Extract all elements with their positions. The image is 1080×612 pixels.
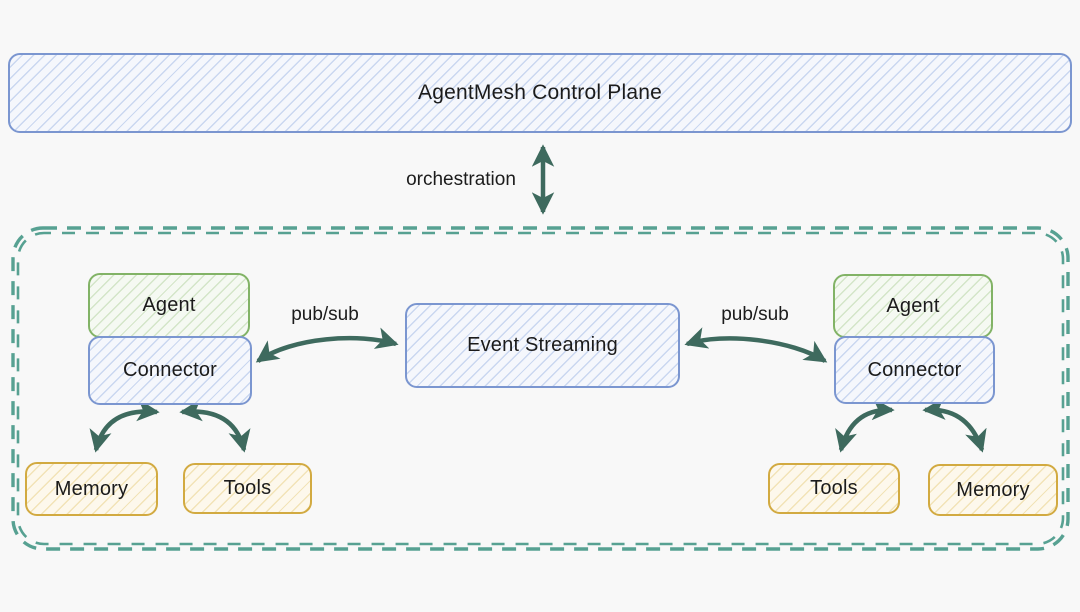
pubsub-right-label: pub/sub xyxy=(721,304,789,325)
pubsub-left-arrow xyxy=(255,327,399,363)
right-memory-node: Memory xyxy=(928,464,1058,516)
right-connector-tools-arrow xyxy=(835,397,895,453)
pubsub-right-arrow xyxy=(684,327,828,363)
right-connector-node: Connector xyxy=(834,336,995,404)
event-streaming-node: Event Streaming xyxy=(405,303,680,388)
left-connector-node: Connector xyxy=(88,336,252,405)
right-agent-node: Agent xyxy=(833,274,993,338)
control-plane-node: AgentMesh Control Plane xyxy=(8,53,1072,133)
orchestration-label: orchestration xyxy=(406,169,516,190)
left-memory-node: Memory xyxy=(25,462,158,516)
agent-cluster-boundary xyxy=(11,226,1070,551)
left-agent-node: Agent xyxy=(88,273,250,338)
left-tools-node: Tools xyxy=(183,463,312,514)
left-connector-memory-arrow xyxy=(89,398,160,453)
left-connector-tools-arrow xyxy=(179,398,251,453)
right-connector-memory-arrow xyxy=(922,397,987,453)
pubsub-left-label: pub/sub xyxy=(291,304,359,325)
agent-cluster-boundary-inner xyxy=(16,231,1065,546)
right-tools-node: Tools xyxy=(768,463,900,514)
